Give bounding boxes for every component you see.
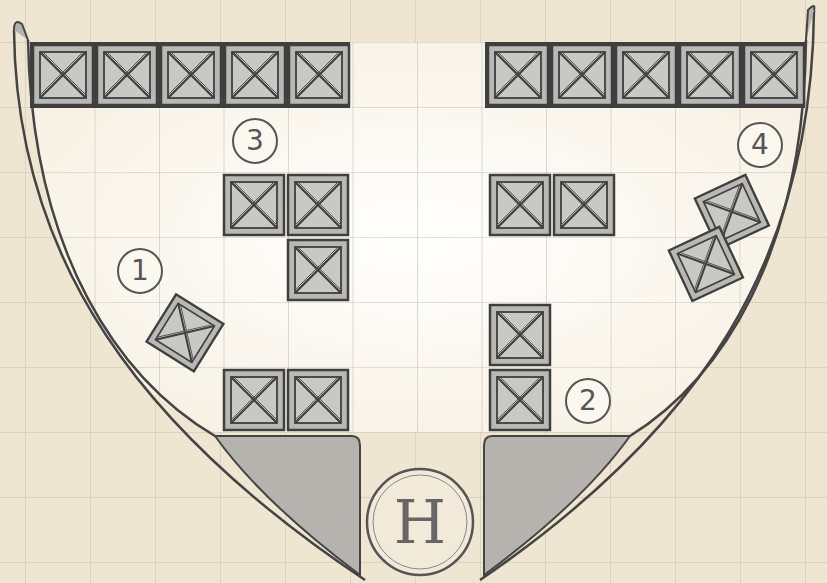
helipad-mark: H: [394, 492, 446, 552]
callout-number: 4: [751, 131, 769, 159]
callout-number: 3: [246, 127, 264, 155]
callout-number: 2: [579, 387, 597, 415]
callout-number: 1: [131, 257, 149, 285]
